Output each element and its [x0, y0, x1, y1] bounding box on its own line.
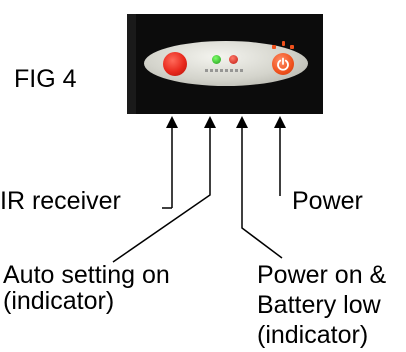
power-button [272, 53, 294, 75]
auto-setting-label-line2: (indicator) [3, 287, 115, 315]
power-battery-leader [241, 125, 283, 259]
arrowhead [236, 116, 248, 128]
figure-label: FIG 4 [14, 65, 77, 93]
arrowhead [166, 116, 178, 128]
power-button-glow [282, 41, 285, 46]
power-button-glow [272, 45, 276, 49]
power-battery-label-line1: Power on & [257, 261, 387, 289]
power-battery-led [229, 55, 238, 64]
auto-setting-led [212, 55, 221, 64]
ir-receiver-window [163, 52, 187, 76]
power-symbol-icon [277, 57, 289, 71]
ir-receiver-label: IR receiver [0, 187, 121, 215]
power-battery-label-line3: (indicator) [257, 321, 369, 349]
led-caption-print [205, 69, 243, 72]
arrowhead [204, 116, 216, 128]
auto-setting-label-line1: Auto setting on [3, 261, 170, 289]
auto-setting-leader [112, 125, 211, 263]
power-label: Power [292, 187, 363, 215]
control-panel-photo [127, 14, 323, 114]
panel-edge [127, 14, 136, 114]
arrowhead [274, 116, 286, 128]
power-battery-label-line2: Battery low [257, 291, 381, 319]
power-button-glow [290, 45, 294, 49]
